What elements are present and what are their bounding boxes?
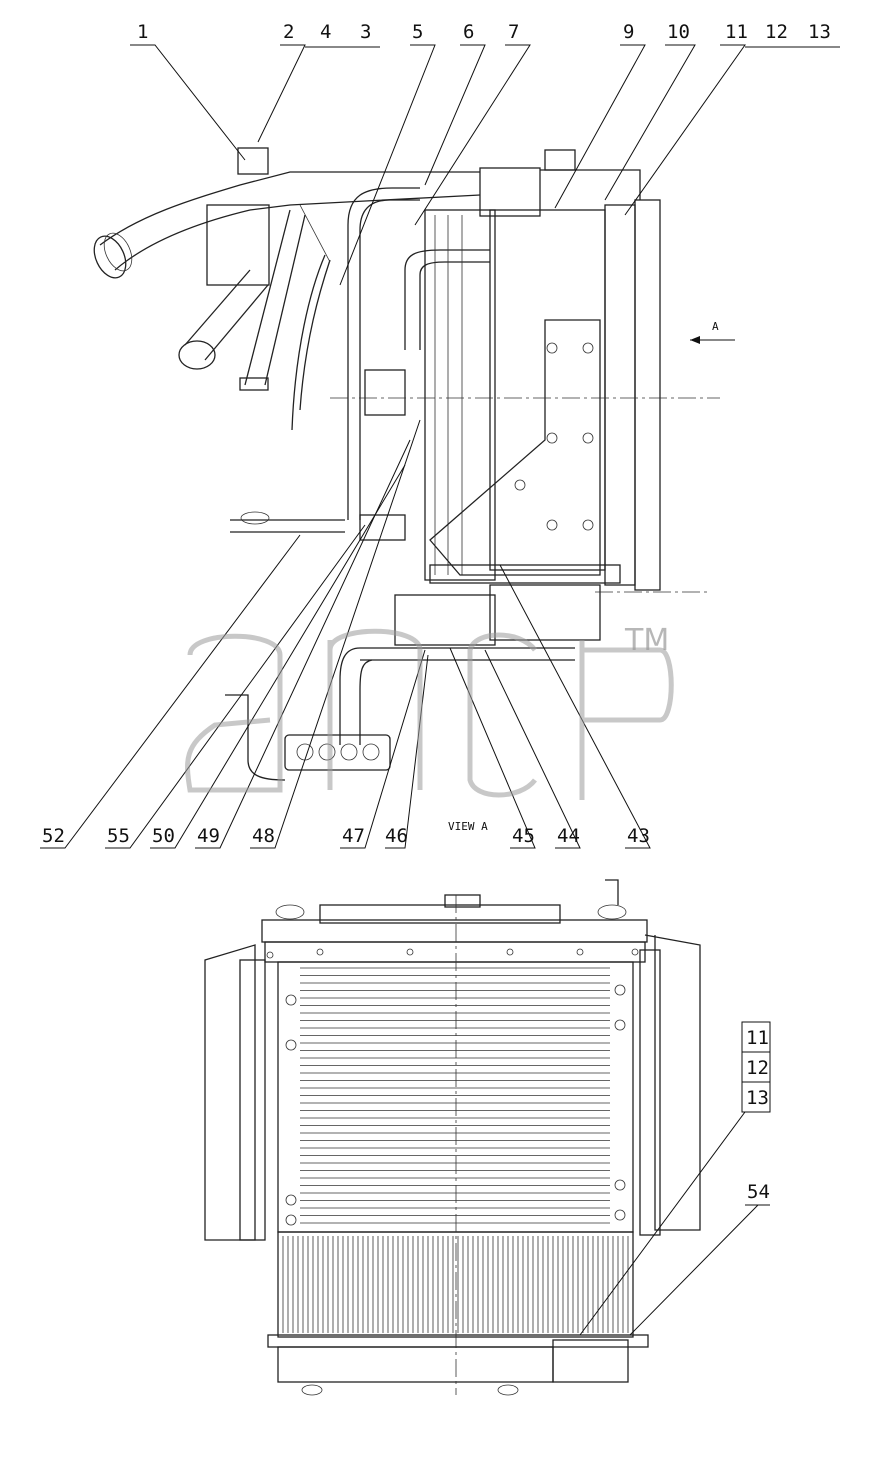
callout-10: 10 (667, 21, 690, 43)
callout-44: 44 (557, 825, 580, 847)
watermark-trademark: TM (624, 623, 669, 658)
bottom-callout-labels: 52 55 50 49 48 47 46 45 44 43 (42, 825, 650, 847)
callout-55: 55 (107, 825, 130, 847)
view-arrow-label: A (712, 320, 719, 333)
callout-6: 6 (463, 21, 474, 43)
callout-1: 1 (137, 21, 148, 43)
watermark-logo: TM (185, 623, 674, 800)
lower-fins (282, 1236, 629, 1333)
callout-48: 48 (252, 825, 275, 847)
top-leader-lines (40, 44, 840, 849)
side-view-assembly: A 1 2 4 (40, 21, 840, 849)
callout-13: 13 (808, 21, 831, 43)
callout-49: 49 (197, 825, 220, 847)
callout-3: 3 (360, 21, 371, 43)
callout-4: 4 (320, 21, 331, 43)
callout-45: 45 (512, 825, 535, 847)
top-callout-labels: 1 2 4 3 5 6 7 9 10 11 12 13 (137, 21, 831, 43)
callout-view-54: 54 (747, 1181, 770, 1203)
callout-52: 52 (42, 825, 65, 847)
core-fins (300, 967, 610, 1224)
callout-7: 7 (508, 21, 519, 43)
callout-11: 11 (725, 21, 748, 43)
view-a-drawing: 11 12 13 54 (204, 879, 771, 1396)
callout-view-13: 13 (746, 1087, 769, 1109)
callout-46: 46 (385, 825, 408, 847)
callout-47: 47 (342, 825, 365, 847)
callout-view-12: 12 (746, 1057, 769, 1079)
callout-view-11: 11 (746, 1027, 769, 1049)
callout-2: 2 (283, 21, 294, 43)
callout-50: 50 (152, 825, 175, 847)
view-a-title: VIEW A (448, 820, 488, 833)
callout-12: 12 (765, 21, 788, 43)
callout-43: 43 (627, 825, 650, 847)
callout-9: 9 (623, 21, 634, 43)
callout-5: 5 (412, 21, 423, 43)
